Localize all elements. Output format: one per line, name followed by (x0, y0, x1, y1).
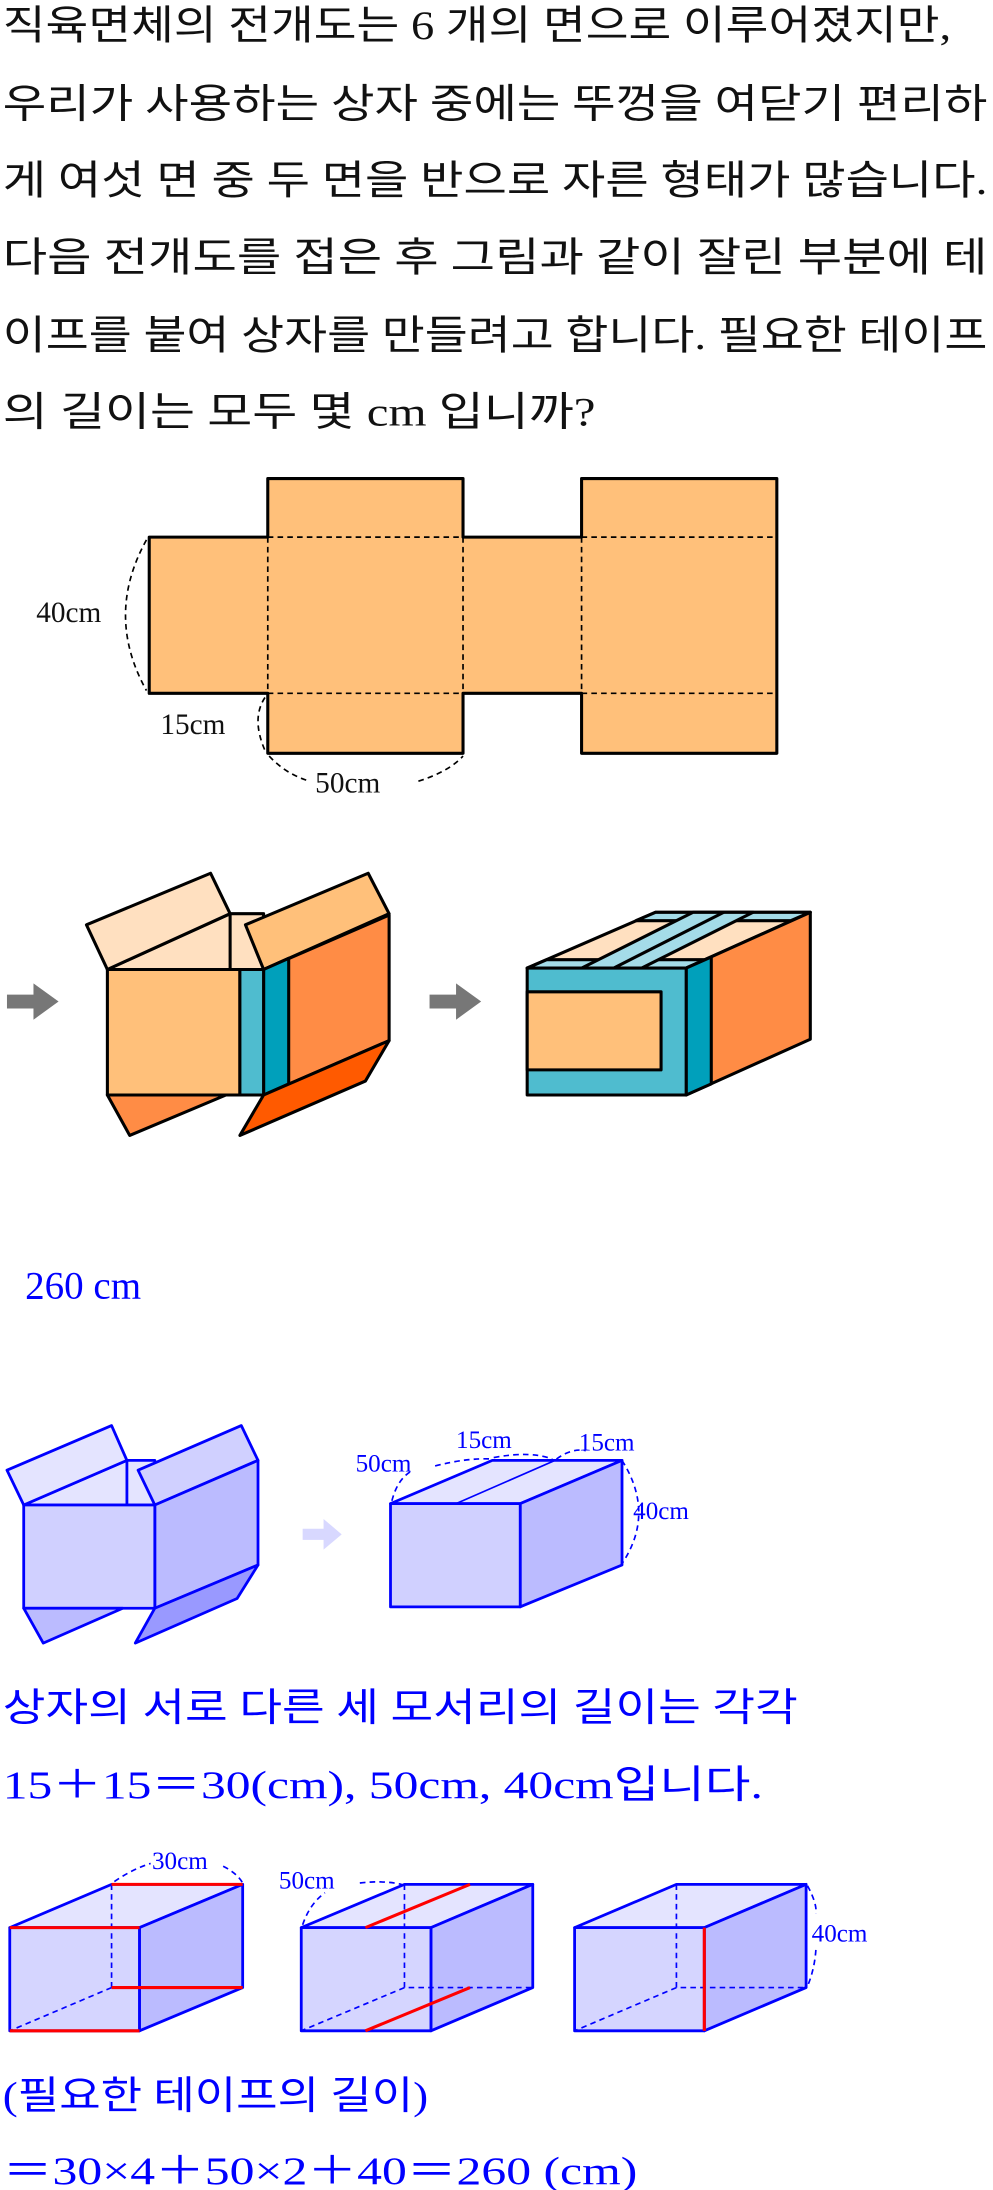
edge-label: 40cm (812, 1921, 868, 1948)
dimension-arc (124, 539, 148, 691)
problem-line: 게 여섯 면 중 두 면을 반으로 자른 형태가 많습니다. (3, 158, 988, 203)
solution-line: 상자의 서로 다른 세 모서리의 길이는 각각 (3, 1687, 798, 1730)
box-height-edges: 40cm (573, 1882, 868, 2033)
problem-line: 다음 전개도를 접은 후 그림과 같이 잘린 부분에 테 (3, 235, 988, 280)
left-top-flap (84, 871, 232, 972)
hidden-edges (300, 1884, 533, 2032)
problem-text: 직육면체의 전개도는 6 개의 면으로 이루어졌지만, 우리가 사용하는 상자 … (3, 3, 988, 434)
right-bottom-flap (238, 1039, 391, 1137)
problem-line: 우리가 사용하는 상자 중에는 뚜껑을 여닫기 편리하 (3, 81, 988, 126)
dimension-arc (113, 1862, 244, 1884)
box-front (299, 1926, 433, 2033)
box-width-edges: 30cm (8, 1848, 245, 2033)
dimension-arcs (391, 1449, 640, 1565)
hidden-edges (574, 1884, 807, 2032)
flap-label: 15cm (579, 1430, 635, 1457)
hidden-edges (9, 1884, 113, 2032)
box-front-face (105, 967, 242, 1097)
edge-label: 30cm (152, 1848, 208, 1875)
right-bottom-flap (133, 1563, 260, 1645)
depth-label: 50cm (356, 1451, 412, 1478)
left-top-flap (5, 1424, 129, 1507)
problem-line: 직육면체의 전개도는 6 개의 면으로 이루어졌지만, (3, 3, 951, 48)
flap-label: 15cm (160, 709, 225, 741)
arrow-right-icon (429, 983, 482, 1020)
tape-edges-red (364, 1882, 471, 2033)
side-tape (262, 956, 291, 1097)
box-depth-edges: 50cm (279, 1868, 535, 2033)
box-front (573, 1926, 706, 2033)
box-front-face (22, 1503, 157, 1610)
side-tape (684, 955, 713, 1097)
box-net-diagram: 40cm 15cm 50cm (36, 477, 779, 799)
dimension-arc (257, 697, 266, 751)
front-uncovered-area (525, 990, 663, 1072)
problem-line: 이프를 붙여 상자를 만들려고 합니다. 필요한 테이프 (3, 313, 988, 358)
solution-line: 15＋15＝30(cm), 50cm, 40cm입니다. (3, 1764, 763, 1807)
folding-diagram (6, 871, 812, 1137)
height-label: 40cm (633, 1498, 689, 1525)
width-label: 50cm (315, 767, 380, 799)
edge-label: 50cm (279, 1868, 335, 1895)
dimension-arc (268, 755, 464, 783)
flap-label: 15cm (456, 1427, 512, 1454)
tape-edge (612, 910, 725, 970)
arrow-right-icon (6, 983, 59, 1020)
answer-value: 260 cm (25, 1265, 141, 1308)
calc-line: ＝30×4＋50×2＋40＝260 (cm) (3, 2150, 638, 2190)
dimension-arc (301, 1881, 402, 1926)
solution-folding-diagram: 50cm 15cm 15cm 40cm (5, 1424, 689, 1645)
dimension-arc (806, 1885, 817, 1987)
front-tape (238, 967, 266, 1097)
closed-box-front (389, 1502, 522, 1609)
problem-line: 의 길이는 모두 몇 cm 입니까? (3, 390, 596, 435)
top-seam (455, 1459, 556, 1505)
tape-edges-diagram: 30cm 50cm 40cm (8, 1848, 868, 2033)
tape-edges-red (9, 1882, 243, 2033)
left-bottom-flap (22, 1606, 125, 1645)
height-label: 40cm (36, 597, 101, 629)
arrow-right-icon (302, 1518, 342, 1550)
fold-lines (266, 536, 777, 695)
left-bottom-flap (105, 1093, 228, 1137)
calc-line: (필요한 테이프의 길이) (3, 2075, 428, 2118)
box-front (8, 1926, 141, 2033)
